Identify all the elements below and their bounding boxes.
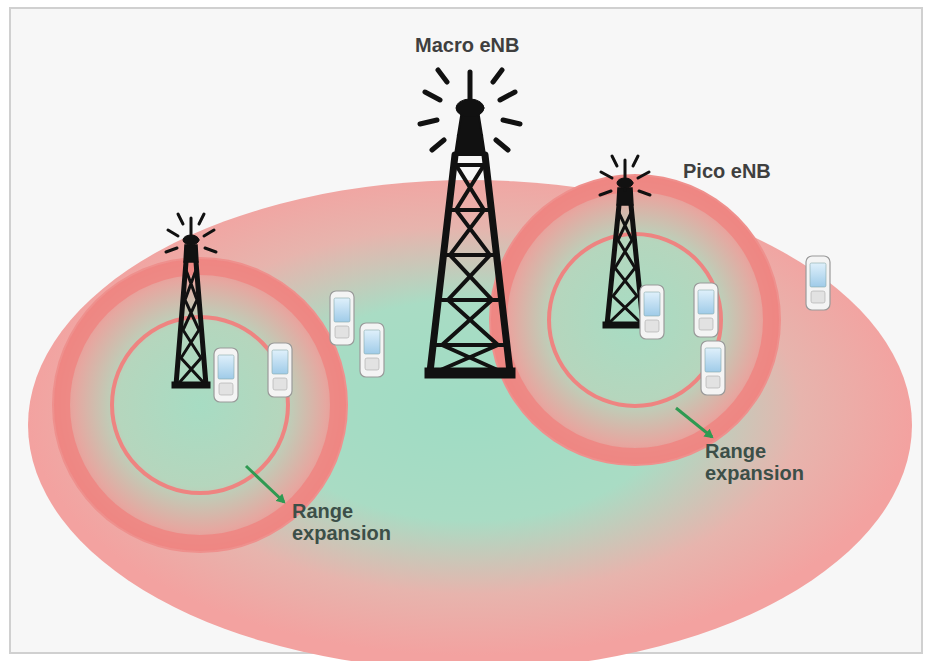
pico-tower — [166, 214, 216, 388]
tower-label: Pico eNB — [683, 160, 771, 182]
macro-tower — [420, 70, 520, 378]
expansion-arrow — [676, 408, 712, 437]
range-label: Range expansion — [705, 440, 817, 484]
expansion-arrow — [246, 466, 284, 502]
range-label: Range expansion — [292, 500, 404, 544]
tower-label: Macro eNB — [415, 34, 519, 56]
